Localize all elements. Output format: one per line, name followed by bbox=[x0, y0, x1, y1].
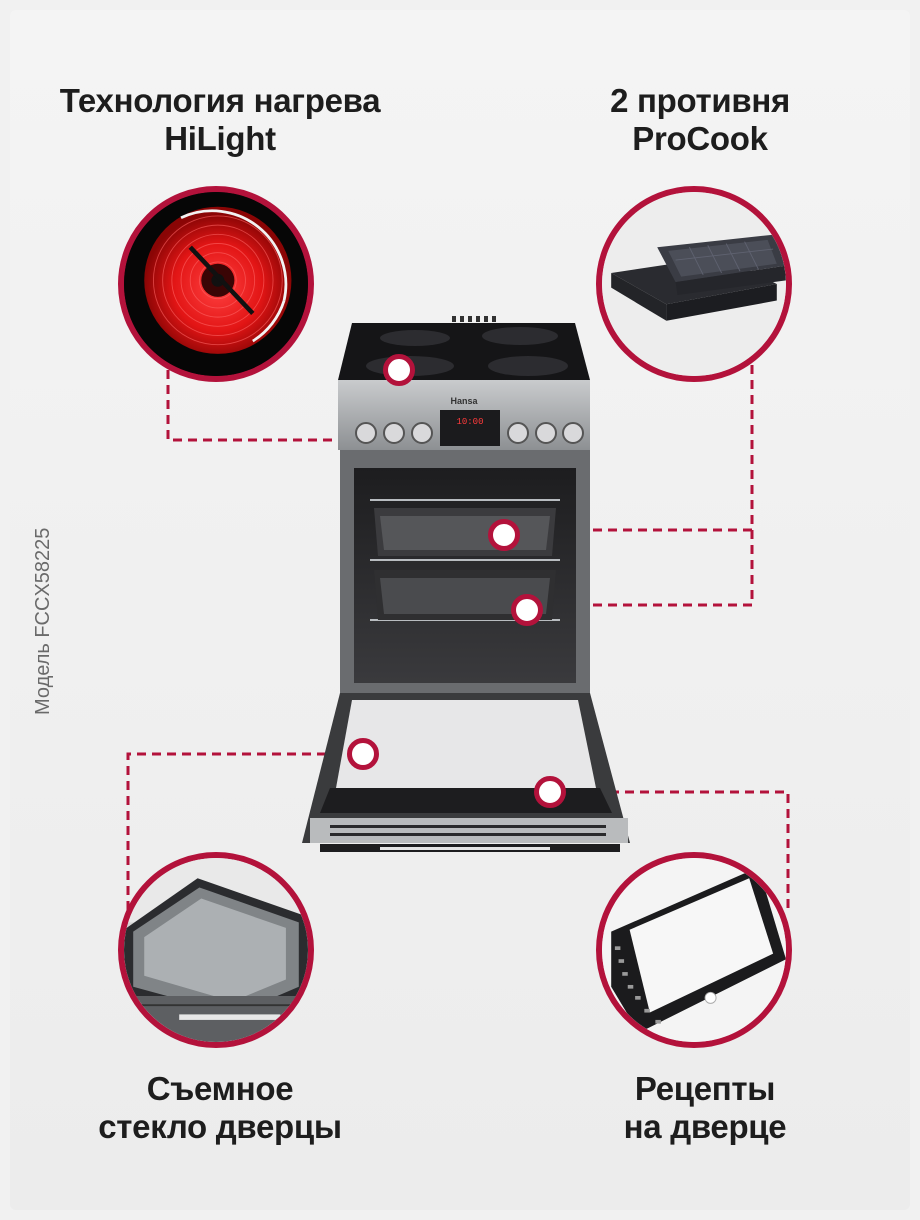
caption-glass: Съемное стекло дверцы bbox=[50, 1070, 390, 1146]
caption-procook: 2 противня ProCook bbox=[550, 82, 850, 158]
callout-dot-recipes bbox=[534, 776, 566, 808]
removable-door-glass-icon bbox=[118, 852, 314, 1048]
ceramic-hob-heating-zone-icon bbox=[118, 186, 314, 382]
baking-trays-icon bbox=[596, 186, 792, 382]
brand-label: Hansa bbox=[450, 396, 478, 406]
caption-hilight: Технология нагрева HiLight bbox=[40, 82, 400, 158]
door-recipe-panel-icon bbox=[596, 852, 792, 1048]
caption-recipes-line2: на дверце bbox=[623, 1108, 787, 1145]
callout-dot-door-glass bbox=[347, 738, 379, 770]
model-label: Модель FCCX58225 bbox=[32, 527, 54, 715]
caption-glass-line2: стекло дверцы bbox=[98, 1108, 342, 1145]
timer-display: 10:00 bbox=[456, 417, 483, 427]
caption-recipes-line1: Рецепты bbox=[634, 1070, 776, 1107]
caption-procook-line1: 2 противня bbox=[610, 82, 790, 119]
callout-dot-hob bbox=[383, 354, 415, 386]
callout-dot-tray-upper bbox=[488, 519, 520, 551]
electric-stove-image: Hansa 10:00 bbox=[302, 316, 630, 852]
caption-hilight-line2: HiLight bbox=[164, 120, 276, 157]
product-infographic: Технология нагрева HiLight 2 противня Pr… bbox=[10, 10, 910, 1210]
caption-procook-line2: ProCook bbox=[632, 120, 768, 157]
callout-dot-tray-lower bbox=[511, 594, 543, 626]
caption-glass-line1: Съемное bbox=[146, 1070, 294, 1107]
caption-hilight-line1: Технология нагрева bbox=[59, 82, 381, 119]
caption-recipes: Рецепты на дверце bbox=[555, 1070, 855, 1146]
